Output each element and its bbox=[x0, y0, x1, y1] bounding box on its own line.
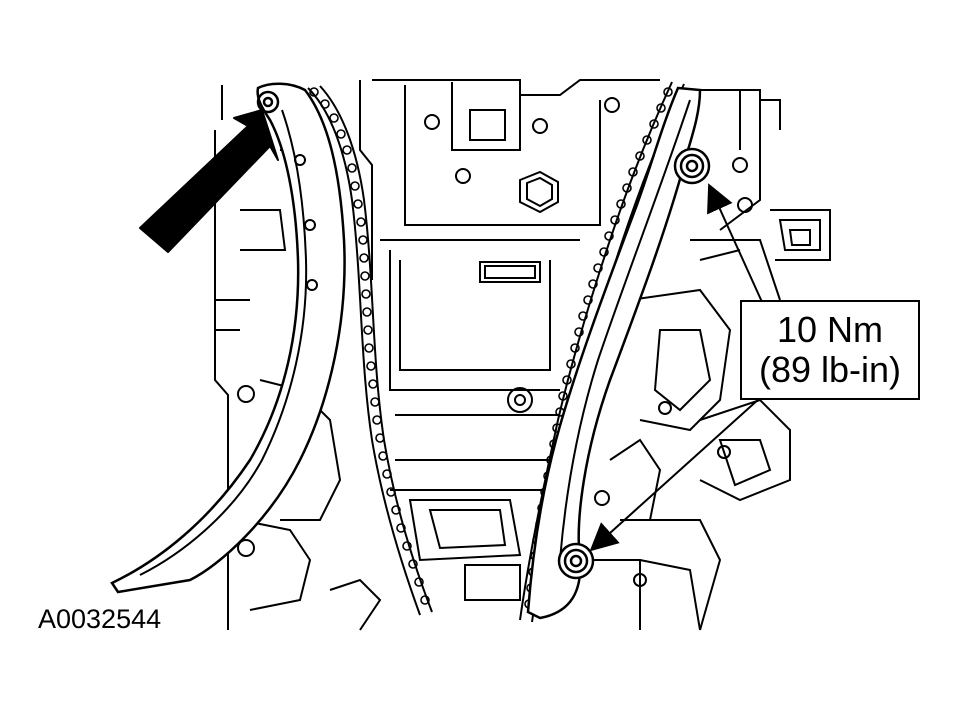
tensioner-arm-holes bbox=[294, 154, 318, 291]
engine-block bbox=[214, 79, 831, 631]
crank-hex bbox=[519, 170, 559, 214]
chain-guide bbox=[526, 86, 702, 620]
torque-imperial-value: (89 lb-in) bbox=[758, 349, 902, 390]
chain-links-left bbox=[309, 87, 430, 605]
torque-metric-value: 10 Nm bbox=[776, 309, 884, 350]
torque-callout: 10 Nm (89 lb-in) bbox=[740, 300, 920, 400]
upper-guide-bolt bbox=[673, 147, 711, 185]
large-solid-arrow-icon bbox=[139, 109, 279, 253]
tensioner-arm-pivot bbox=[256, 90, 280, 114]
lower-guide-bolt bbox=[557, 542, 595, 580]
tensioner-arm bbox=[110, 82, 346, 594]
figure-id-label: A0032544 bbox=[38, 604, 162, 634]
torque-leader-lines bbox=[589, 183, 763, 552]
block-holes bbox=[237, 97, 753, 587]
